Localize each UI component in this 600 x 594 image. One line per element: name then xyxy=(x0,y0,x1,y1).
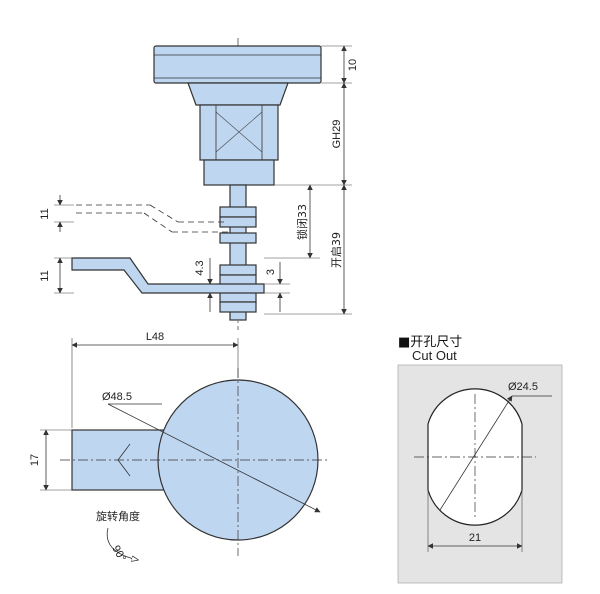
cutout-subtitle: Cut Out xyxy=(412,348,457,363)
dim-cam-thickness: 3 xyxy=(265,269,277,275)
top-view: L48 Ø48.5 17 旋转角度 90° xyxy=(29,331,328,564)
cutout-title: ■开孔尺寸 xyxy=(398,335,462,350)
diameter-leader xyxy=(107,403,321,513)
cam-locked-dashed xyxy=(76,204,228,233)
dim-diameter: Ø48.5 xyxy=(102,391,132,403)
dim-gh: GH29 xyxy=(331,120,343,149)
cutout-diameter: Ø24.5 xyxy=(508,381,538,393)
dim-left-gap-top: 11 xyxy=(39,208,51,219)
dim-length: L48 xyxy=(146,331,164,343)
cutout-width: 21 xyxy=(469,532,481,544)
cutout-diameter-leader xyxy=(439,395,513,511)
dim-top-thickness: 10 xyxy=(347,59,359,71)
handle-flange xyxy=(153,45,322,84)
dim-cam-offset: 4.3 xyxy=(194,260,206,275)
lock-collar xyxy=(203,159,275,186)
dim-open: 开启39 xyxy=(330,232,343,268)
cutout-panel: ■开孔尺寸 Cut Out Ø24.5 21 xyxy=(397,335,563,584)
nut-1 xyxy=(219,206,257,218)
dim-locked: 锁闭33 xyxy=(295,204,309,240)
rotation-angle: 90° xyxy=(109,544,128,564)
handle-neck xyxy=(187,82,289,106)
side-view: 11 11 4.3 3 10 GH29 锁闭33 开启39 xyxy=(39,38,359,330)
nut-4 xyxy=(219,264,257,276)
nut-7 xyxy=(219,301,257,313)
dim-cam-width: 17 xyxy=(29,454,41,466)
rotation-arrow xyxy=(106,527,138,560)
rotation-label: 旋转角度 xyxy=(96,509,140,523)
lock-body xyxy=(199,104,279,161)
dim-left-gap-bottom: 11 xyxy=(39,270,51,281)
nut-3 xyxy=(219,232,257,244)
nut-2 xyxy=(219,216,257,228)
